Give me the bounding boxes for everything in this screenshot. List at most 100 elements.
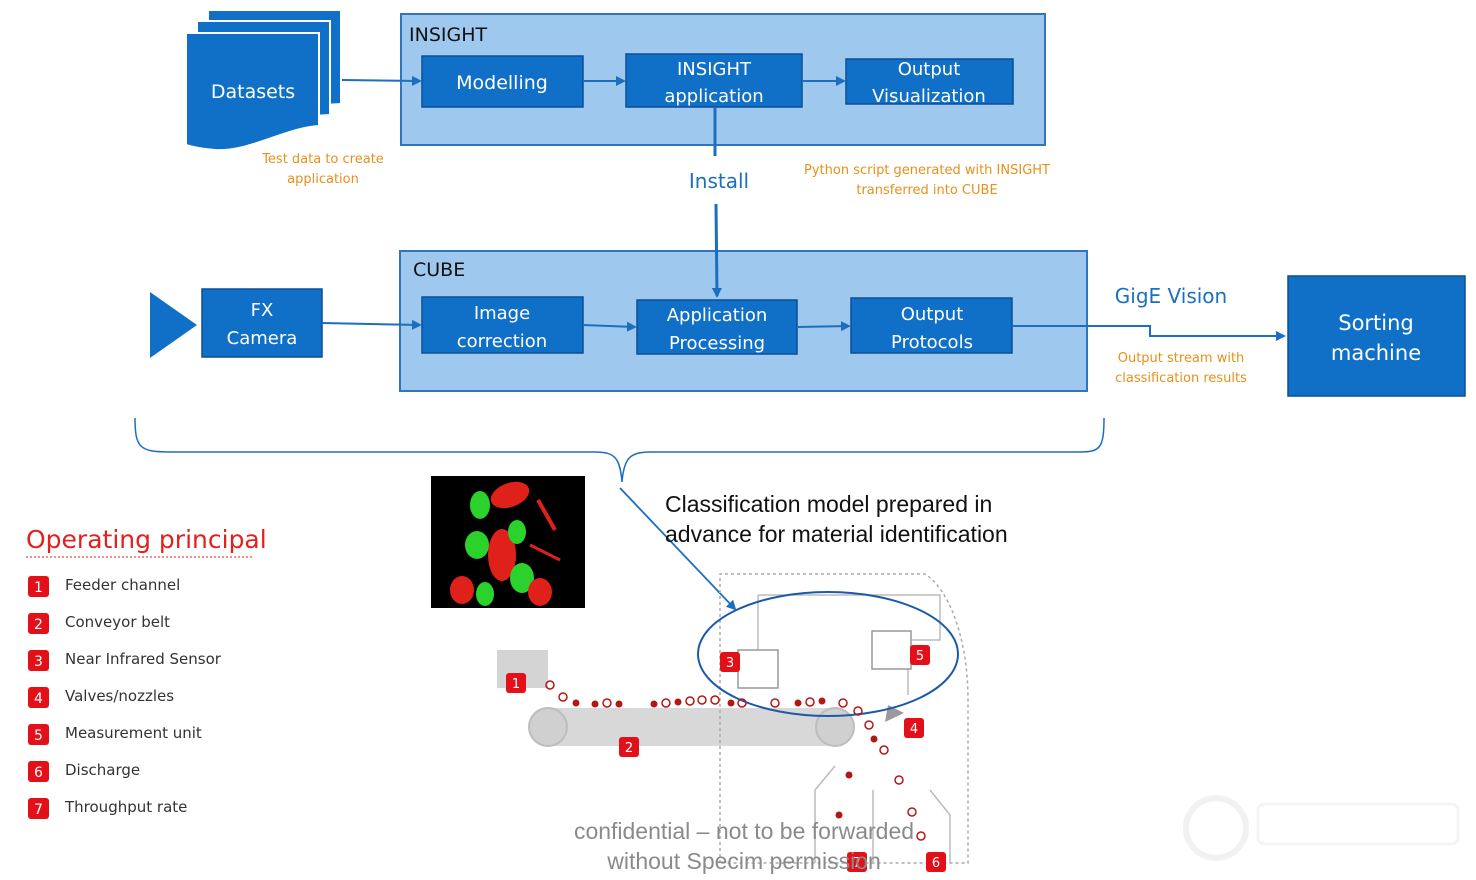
legend-badge [28, 613, 49, 634]
conveyor-belt [548, 708, 835, 746]
install-arrow [711, 203, 722, 298]
measurement-unit-box [871, 630, 912, 670]
legend-badge-number: 5 [34, 728, 43, 744]
camera-lens-icon [150, 292, 197, 358]
modelling-block [421, 55, 584, 108]
arrow-model-to-sensor [619, 487, 737, 611]
legend-item-label: Valves/nozzles [65, 687, 174, 705]
sorting-illustration: 1 2 3 4 5 6 7 [497, 573, 969, 872]
fx-camera-block [201, 288, 323, 358]
machine-badge-1: 1 [506, 673, 526, 693]
datasets-note-line1: Test data to create [261, 152, 384, 167]
stream-note-line2: classification results [1115, 371, 1247, 386]
output-protocols-line1: Output [901, 304, 964, 325]
svg-text:7: 7 [853, 856, 861, 871]
measurement-frame [758, 594, 941, 695]
legend-item-6: 6 Discharge [28, 761, 140, 782]
legend-item-1: 1 Feeder channel [28, 576, 180, 597]
arrow-camera-correction [321, 319, 422, 330]
legend-item-3: 3 Near Infrared Sensor [28, 650, 222, 671]
arrow-datasets-modelling [341, 75, 422, 86]
classification-image [431, 476, 585, 608]
belt-roller-left [528, 707, 568, 747]
legend-item-label: Near Infrared Sensor [65, 650, 222, 668]
fx-camera-line1: FX [251, 300, 274, 321]
legend-badge-number: 4 [34, 691, 43, 707]
legend-item-2: 2 Conveyor belt [28, 613, 170, 634]
legend-item-label: Throughput rate [64, 798, 187, 816]
legend-badge [28, 798, 49, 819]
legend-item-4: 4 Valves/nozzles [28, 687, 174, 708]
operating-title: Operating principal [26, 525, 267, 554]
machine-badge-4: 4 [904, 718, 924, 738]
svg-text:1: 1 [512, 677, 520, 692]
classification-note-line1: Classification model prepared in [665, 491, 992, 517]
cube-title: CUBE [413, 259, 465, 281]
python-note-line2: transferred into CUBE [856, 183, 997, 198]
machine-badge-7: 7 [847, 852, 867, 872]
svg-text:2: 2 [625, 741, 633, 756]
machine-badge-5: 5 [910, 645, 930, 665]
gige-vision-label: GigE Vision [1115, 284, 1227, 308]
svg-text:5: 5 [916, 649, 924, 664]
output-protocols-block [850, 297, 1013, 354]
legend-badge [28, 687, 49, 708]
sorting-machine-line1: Sorting [1338, 311, 1414, 335]
legend-badge [28, 761, 49, 782]
install-label: Install [689, 169, 749, 193]
output-visualization-block [845, 58, 1014, 105]
legend-item-7: 7 Throughput rate [28, 798, 187, 819]
confidential-line2: without Specim permission [606, 848, 881, 874]
legend-item-label: Conveyor belt [65, 613, 170, 631]
grouping-brace [134, 417, 1105, 483]
nir-sensor-box [737, 649, 779, 689]
sorting-machine-block [1287, 275, 1466, 397]
output-protocols-line2: Protocols [891, 332, 973, 353]
confidential-line1: confidential – not to be forwarded [574, 818, 914, 844]
machine-badge-2: 2 [619, 737, 639, 757]
insight-title: INSIGHT [409, 24, 487, 46]
machine-badge-3: 3 [720, 652, 740, 672]
stream-note-line1: Output stream with [1118, 351, 1245, 366]
image-correction-line2: correction [457, 331, 547, 352]
svg-text:4: 4 [910, 722, 918, 737]
insight-application-line1: INSIGHT [677, 59, 752, 80]
datasets-label: Datasets [211, 81, 295, 103]
legend-item-label: Measurement unit [65, 724, 202, 742]
legend-item-label: Discharge [65, 761, 140, 779]
fx-camera-line2: Camera [227, 328, 298, 349]
legend-badge-number: 3 [34, 654, 43, 670]
modelling-label: Modelling [456, 72, 548, 94]
python-note-line1: Python script generated with INSIGHT [804, 163, 1050, 178]
instrument-logo-watermark [1183, 795, 1460, 861]
insight-application-line2: application [664, 86, 763, 107]
legend-badge [28, 724, 49, 745]
arrow-correction-processing [582, 321, 637, 332]
datasets-icon [185, 9, 342, 152]
machine-badge-6: 6 [926, 852, 946, 872]
legend-badge [28, 576, 49, 597]
belt-roller-right [815, 707, 855, 747]
operating-list: 1 Feeder channel 2 Conveyor belt 3 Near … [28, 576, 222, 819]
svg-text:3: 3 [726, 656, 734, 671]
legend-item-5: 5 Measurement unit [28, 724, 202, 745]
arrow-processing-protocols [796, 321, 851, 332]
legend-badge [28, 650, 49, 671]
legend-item-label: Feeder channel [65, 576, 180, 594]
sensor-highlight-ellipse [697, 591, 959, 717]
machine-housing [719, 573, 969, 864]
classification-note-line2: advance for material identification [665, 521, 1008, 547]
svg-text:6: 6 [932, 856, 940, 871]
legend-badge-number: 6 [34, 765, 43, 781]
discharge-chutes [814, 765, 951, 863]
arrow-protocols-sorting [1012, 325, 1286, 341]
output-visualization-line1: Output [898, 59, 961, 80]
particles [545, 680, 926, 841]
application-processing-line1: Application [667, 305, 768, 326]
image-correction-line1: Image [474, 303, 530, 324]
legend-badge-number: 1 [34, 580, 43, 596]
application-processing-line2: Processing [669, 333, 765, 354]
legend-badge-number: 7 [34, 802, 43, 818]
datasets-note-line2: application [287, 172, 359, 187]
